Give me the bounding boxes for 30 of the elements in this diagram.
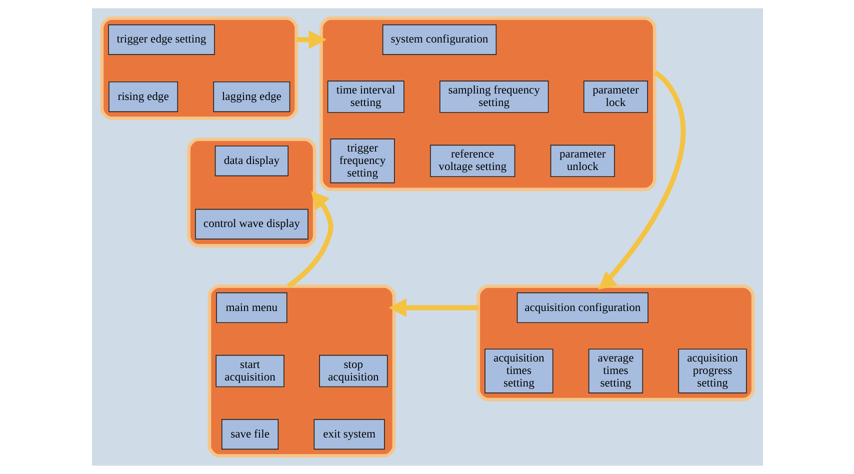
arrow: [296, 30, 326, 49]
node-box: parameter unlock: [550, 144, 614, 178]
node-box: reference voltage setting: [429, 144, 515, 178]
node-box: data display: [214, 146, 288, 176]
node-box: stop acquisition: [318, 354, 388, 388]
node-box: exit system: [313, 419, 384, 450]
cluster: [186, 138, 316, 248]
node-box: time interval setting: [326, 80, 404, 113]
node-box: acquisition progress setting: [678, 348, 746, 394]
node-box: control wave display: [194, 208, 308, 240]
node-box: acquisition times setting: [484, 348, 553, 394]
node-box: save file: [220, 419, 278, 450]
node-box: trigger frequency setting: [330, 138, 394, 184]
cluster: [319, 16, 656, 192]
cluster: [207, 284, 396, 458]
node-box: start acquisition: [215, 354, 284, 388]
node-box: average times setting: [588, 348, 643, 394]
node-box: sampling frequency setting: [439, 80, 548, 113]
node-box: acquisition configuration: [516, 292, 648, 324]
cluster: [100, 16, 298, 120]
arrow: [286, 190, 333, 288]
node-box: lagging edge: [212, 81, 290, 112]
node-box: system configuration: [382, 24, 496, 55]
node-box: parameter lock: [582, 80, 648, 113]
node-box: main menu: [216, 292, 287, 324]
arrow: [598, 70, 686, 290]
cluster: [476, 284, 754, 402]
node-box: rising edge: [108, 81, 178, 112]
node-box: trigger edge setting: [108, 24, 214, 55]
arrow: [388, 298, 478, 318]
